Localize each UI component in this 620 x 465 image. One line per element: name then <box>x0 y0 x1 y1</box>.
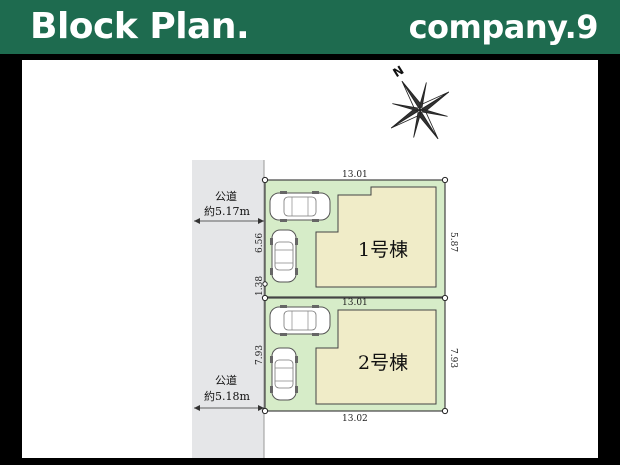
building-1 <box>315 186 437 288</box>
header-bar: Block Plan. company.9 <box>0 0 620 54</box>
building-2-label: 2号棟 <box>358 352 408 374</box>
road-width-dimension-bottom: 公道 約5.18m <box>194 373 264 411</box>
road-width-bottom: 約5.18m <box>204 389 250 403</box>
parking-car-1b <box>270 229 298 283</box>
page-title: Block Plan. <box>30 6 250 47</box>
lot-2-bottom-dimension: 13.02 <box>342 414 368 424</box>
site-plan-panel: N 公道 約5.17m 公道 約5.18m 1号棟 <box>22 60 598 458</box>
building-2 <box>315 309 437 405</box>
road-name-bottom: 公道 <box>215 373 237 387</box>
boundary-markers <box>261 176 449 415</box>
site-plan-diagram: N 公道 約5.17m 公道 約5.18m 1号棟 <box>192 63 458 458</box>
lot-1-right-dimension: 5.87 <box>448 232 458 252</box>
road-width-dimension-top: 公道 約5.17m <box>194 189 264 224</box>
parking-car-2a <box>269 305 331 336</box>
lot-2-right-dimension: 7.93 <box>448 348 458 368</box>
company-name: company.9 <box>408 8 599 46</box>
building-1-label: 1号棟 <box>358 239 408 261</box>
parking-car-1a <box>269 191 331 222</box>
lot-2-left-dimension: 7.93 <box>255 345 265 365</box>
gap-dimension: 1.38 <box>255 276 265 296</box>
road-width-top: 約5.17m <box>204 204 250 218</box>
lot-1-left-dimension: 6.56 <box>255 233 265 253</box>
compass-north-label: N <box>390 63 406 80</box>
road-name-top: 公道 <box>215 189 237 203</box>
parking-car-2b <box>270 347 298 401</box>
compass-icon: N <box>390 63 450 140</box>
lot-1-bottom-dimension: 13.01 <box>342 298 368 308</box>
lot-1-top-dimension: 13.01 <box>342 170 368 180</box>
